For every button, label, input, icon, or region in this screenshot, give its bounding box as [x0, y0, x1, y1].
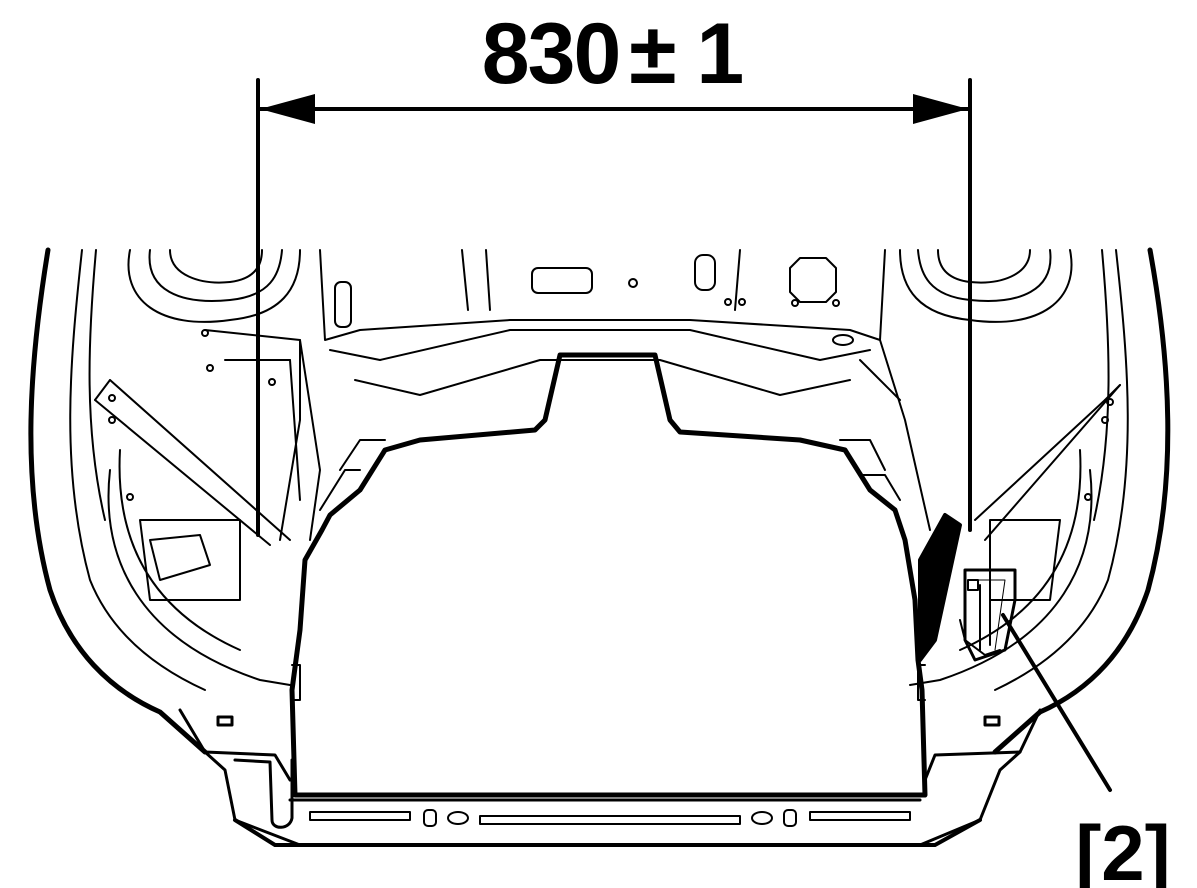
trunk-opening-outline [289, 352, 928, 798]
rear-sill [233, 798, 982, 847]
right-arrowhead [913, 94, 968, 124]
dimension-line [256, 78, 972, 537]
upper-back-panel [319, 249, 886, 396]
callout-label-2: [2] [1075, 809, 1170, 888]
dimension-label: 830± 1 [482, 6, 743, 102]
left-arrowhead [260, 94, 315, 124]
right-side-body-outline [992, 247, 1171, 755]
left-side-body-outline [28, 247, 208, 755]
left-wheelhouse [107, 249, 301, 686]
lower-left-corner-panel [178, 708, 302, 847]
trunk-inner-trim [291, 439, 926, 701]
callout-leader-line [1001, 613, 1112, 792]
right-side-member [859, 339, 1114, 531]
right-diagonal-brace [974, 384, 1121, 541]
left-side-member [108, 329, 321, 541]
bracket-item-2 [918, 513, 1017, 662]
lower-right-corner-panel [918, 708, 1042, 847]
